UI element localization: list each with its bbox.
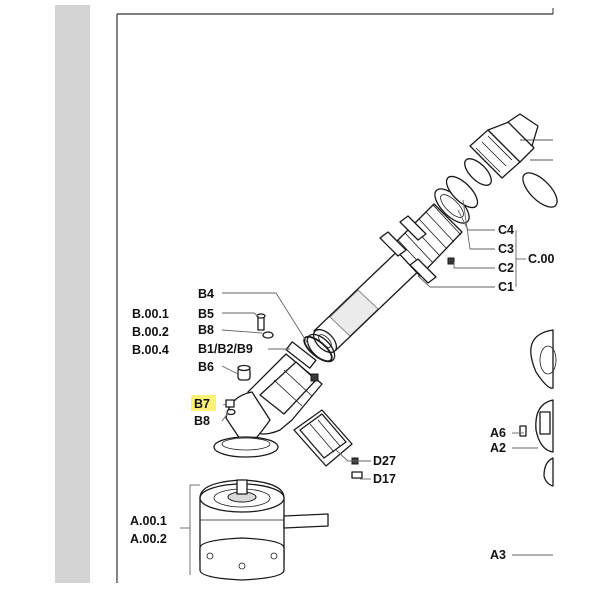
label-b1-b2-b9: B1/B2/B9 xyxy=(198,342,253,356)
label-c1: C1 xyxy=(498,280,514,294)
callout-labels: B.00.1 B.00.2 B.00.4 B4 B5 B8 B1/B2/B9 B… xyxy=(130,223,554,562)
right-edge-parts xyxy=(519,329,557,487)
b7-highlight xyxy=(191,395,216,411)
label-a-group-2: A.00.2 xyxy=(130,532,167,546)
label-b6: B6 xyxy=(198,360,214,374)
label-c-group: C.00 xyxy=(528,252,554,266)
label-a-group-1: A.00.1 xyxy=(130,514,167,528)
elbow-assembly xyxy=(213,313,363,479)
label-d17: D17 xyxy=(373,472,396,486)
label-b-group-3: B.00.4 xyxy=(132,343,169,357)
label-c3: C3 xyxy=(498,242,514,256)
boom-tube-assembly xyxy=(306,113,558,363)
label-a2: A2 xyxy=(490,441,506,455)
label-b-group-1: B.00.1 xyxy=(132,307,169,321)
label-b8-bottom: B8 xyxy=(194,414,210,428)
label-c4: C4 xyxy=(498,223,514,237)
drawing-frame xyxy=(116,8,554,583)
label-b4: B4 xyxy=(198,287,214,301)
label-a6: A6 xyxy=(490,426,506,440)
label-b8-top: B8 xyxy=(198,323,214,337)
page-sidebar xyxy=(55,5,90,583)
label-a3: A3 xyxy=(490,548,506,562)
base-housing xyxy=(199,479,329,581)
label-b7: B7 xyxy=(194,397,210,411)
label-d27: D27 xyxy=(373,454,396,468)
label-b-group-2: B.00.2 xyxy=(132,325,169,339)
label-c2: C2 xyxy=(498,261,514,275)
leader-lines xyxy=(180,199,553,575)
label-b5: B5 xyxy=(198,307,214,321)
